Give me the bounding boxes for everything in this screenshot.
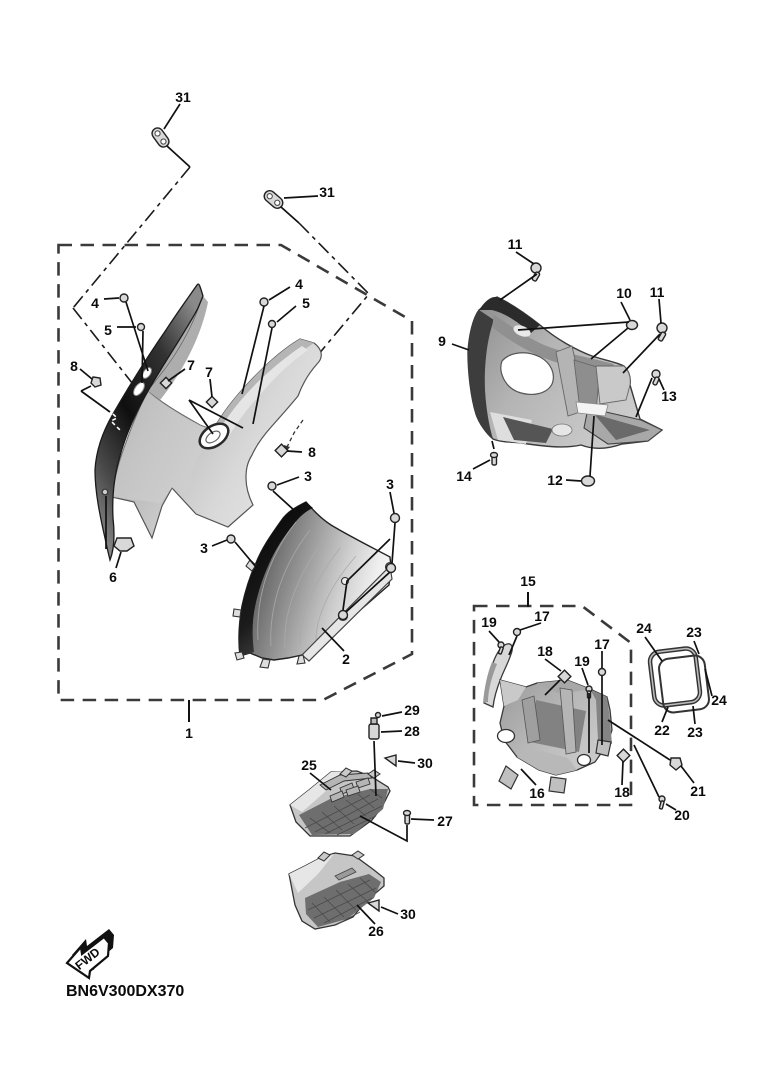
svg-text:11: 11 (508, 236, 523, 252)
svg-text:7: 7 (205, 364, 213, 380)
svg-text:22: 22 (654, 722, 670, 738)
svg-text:20: 20 (674, 807, 690, 823)
svg-text:23: 23 (687, 724, 703, 740)
svg-text:27: 27 (437, 813, 453, 829)
svg-text:31: 31 (175, 89, 191, 105)
svg-text:29: 29 (404, 702, 420, 718)
svg-text:4: 4 (91, 295, 99, 311)
svg-text:19: 19 (574, 653, 590, 669)
svg-text:16: 16 (529, 785, 545, 801)
svg-text:13: 13 (661, 388, 677, 404)
svg-text:24: 24 (636, 620, 652, 636)
svg-text:1: 1 (185, 725, 193, 741)
svg-text:17: 17 (534, 608, 550, 624)
svg-text:9: 9 (438, 333, 446, 349)
svg-text:7: 7 (187, 357, 195, 373)
svg-text:6: 6 (109, 569, 117, 585)
svg-text:19: 19 (481, 614, 497, 630)
svg-text:3: 3 (200, 540, 208, 556)
svg-text:18: 18 (537, 643, 553, 659)
svg-text:31: 31 (319, 184, 335, 200)
svg-text:2: 2 (342, 651, 350, 667)
svg-text:10: 10 (616, 285, 632, 301)
svg-text:3: 3 (386, 476, 394, 492)
svg-text:21: 21 (690, 783, 706, 799)
svg-text:24: 24 (711, 692, 727, 708)
svg-text:5: 5 (104, 322, 112, 338)
svg-text:25: 25 (301, 757, 317, 773)
svg-text:28: 28 (404, 723, 420, 739)
svg-text:12: 12 (547, 472, 563, 488)
svg-text:8: 8 (308, 444, 316, 460)
svg-text:11: 11 (650, 284, 665, 300)
svg-text:26: 26 (368, 923, 384, 939)
svg-text:30: 30 (417, 755, 433, 771)
svg-text:8: 8 (70, 358, 78, 374)
svg-text:3: 3 (304, 468, 312, 484)
svg-text:4: 4 (295, 276, 303, 292)
svg-text:BN6V300DX370: BN6V300DX370 (66, 983, 184, 1000)
svg-text:23: 23 (686, 624, 702, 640)
svg-text:5: 5 (302, 295, 310, 311)
svg-text:17: 17 (594, 636, 610, 652)
svg-text:30: 30 (400, 906, 416, 922)
svg-text:14: 14 (456, 468, 472, 484)
svg-text:15: 15 (520, 573, 536, 589)
svg-text:18: 18 (614, 784, 630, 800)
